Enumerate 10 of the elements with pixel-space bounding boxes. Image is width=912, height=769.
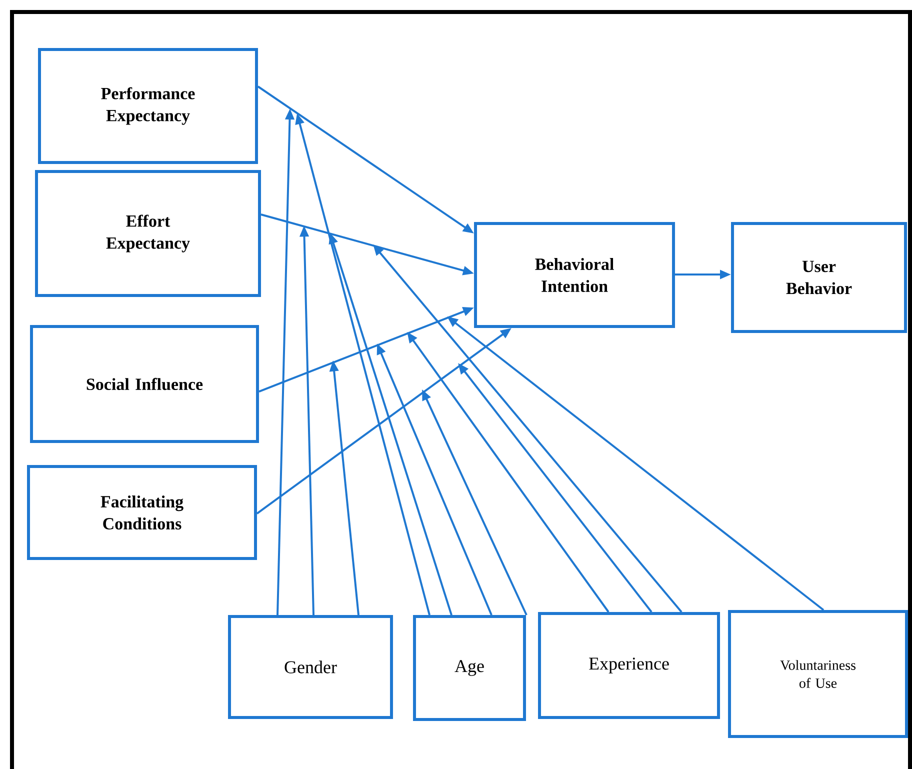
moderator-box: Gender	[228, 615, 393, 719]
construct-box: User Behavior	[731, 222, 907, 333]
moderator-box: Voluntariness of Use	[728, 610, 908, 738]
moderator-box: Age	[413, 615, 526, 721]
construct-box: Performance Expectancy	[38, 48, 258, 164]
construct-box: Effort Expectancy	[35, 170, 261, 297]
moderator-box: Experience	[538, 612, 720, 719]
construct-box: Facilitating Conditions	[27, 465, 257, 560]
construct-box: Behavioral Intention	[474, 222, 675, 328]
construct-box: Social Influence	[30, 325, 259, 443]
